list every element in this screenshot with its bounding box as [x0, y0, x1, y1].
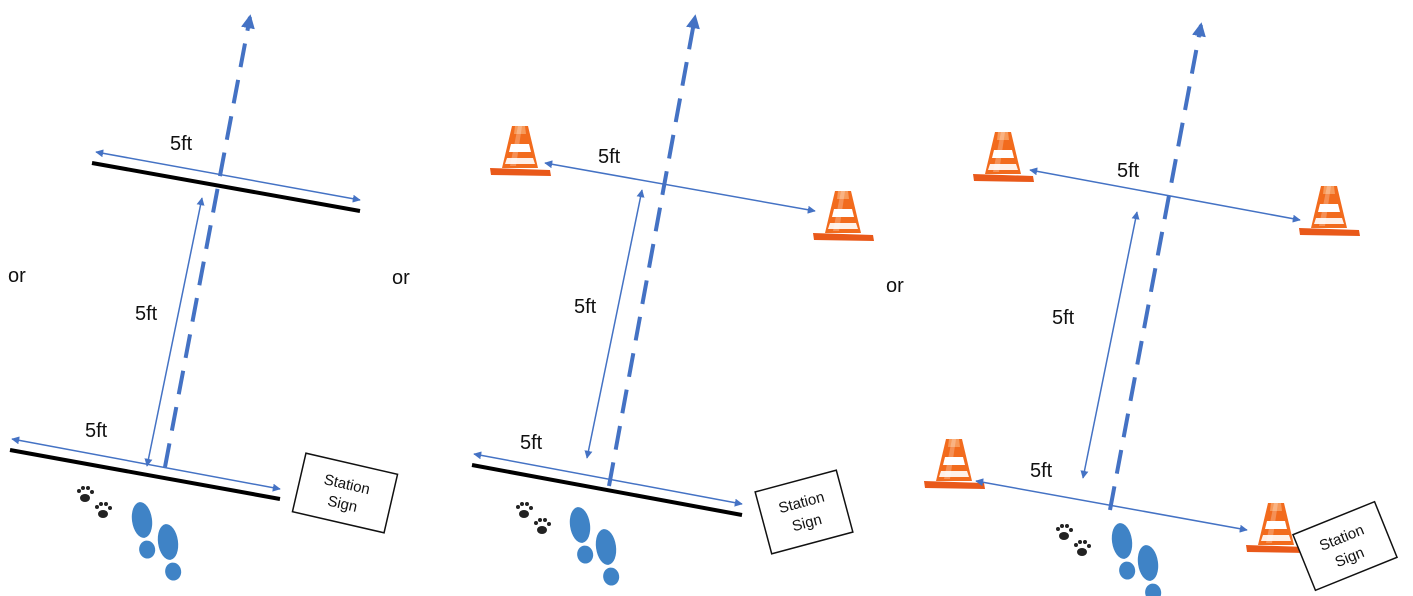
traffic-cone-icon	[813, 191, 874, 241]
top-boundary-line	[91, 161, 361, 213]
top-width-arrow	[95, 149, 361, 203]
bottom-boundary-line	[9, 448, 281, 501]
traffic-cone-icon	[973, 132, 1034, 182]
footprints-icon	[1109, 521, 1164, 596]
top-width-label: 5ft	[170, 133, 193, 155]
walking-path-arrow	[163, 14, 255, 468]
gap-arrow	[584, 189, 645, 459]
paw-prints-icon	[516, 502, 551, 534]
gap-arrow	[144, 197, 205, 467]
walking-path-arrow	[1108, 22, 1206, 511]
traffic-cone-icon	[490, 126, 551, 176]
top-width-label: 5ft	[1117, 160, 1140, 182]
gap-label: 5ft	[574, 296, 597, 318]
paw-prints-icon	[1056, 524, 1091, 556]
or-separator-1: or	[8, 265, 26, 287]
footprints-icon	[567, 505, 622, 588]
gap-label: 5ft	[135, 303, 158, 325]
walking-path-arrow	[607, 14, 700, 487]
gap-arrow	[1080, 211, 1140, 479]
traffic-cone-icon	[924, 439, 985, 489]
panel-1: 5ft 5ft 5ft Station Sign	[9, 14, 399, 583]
paw-prints-icon	[77, 486, 112, 518]
bottom-boundary-line	[471, 463, 743, 517]
bottom-width-arrow	[473, 451, 743, 507]
top-width-arrow	[544, 160, 816, 214]
footprints-icon	[129, 500, 184, 583]
or-separator-3: or	[886, 275, 904, 297]
station-sign: Station Sign	[1291, 500, 1399, 592]
bottom-width-arrow	[11, 436, 281, 492]
bottom-width-arrow	[975, 478, 1248, 533]
station-sign: Station Sign	[291, 452, 399, 534]
station-sign: Station Sign	[754, 469, 854, 555]
top-width-label: 5ft	[598, 146, 621, 168]
top-width-arrow	[1029, 167, 1301, 223]
panel-3: 5ft 5ft 5ft Station Sign	[924, 22, 1399, 596]
bottom-width-label: 5ft	[85, 420, 108, 442]
station-sign-line2: Sign	[326, 493, 359, 516]
or-separator-2: or	[392, 267, 410, 289]
traffic-cone-icon	[1299, 186, 1360, 236]
bottom-width-label: 5ft	[1030, 460, 1053, 482]
bottom-width-label: 5ft	[520, 432, 543, 454]
gap-label: 5ft	[1052, 307, 1075, 329]
panel-2: 5ft 5ft 5ft Station Sign	[471, 14, 874, 588]
